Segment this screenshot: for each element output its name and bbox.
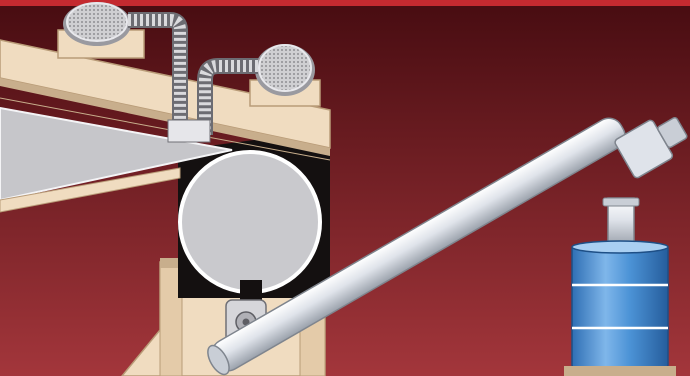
discharge-spout bbox=[603, 198, 639, 246]
collection-drum-barrel bbox=[564, 241, 676, 376]
lower-fan-blower bbox=[255, 44, 315, 96]
upper-fan-blower bbox=[63, 2, 131, 46]
